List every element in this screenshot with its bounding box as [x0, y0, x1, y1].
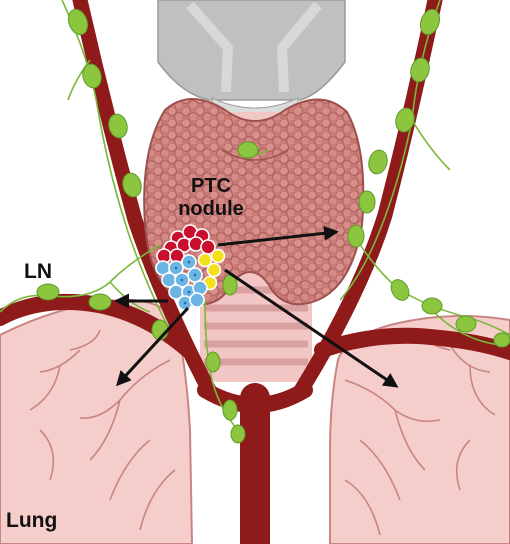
lymph-node — [108, 113, 128, 139]
metastasis-arrows — [114, 225, 399, 388]
left-lung — [0, 298, 194, 544]
lymph-node — [230, 424, 246, 444]
lymph-nodes — [36, 8, 510, 444]
ptc-nodule-cluster — [155, 224, 226, 311]
lung-label: Lung — [6, 509, 58, 532]
ptc-nodule-label: PTC nodule — [176, 176, 246, 219]
arrow-to-right-lung — [224, 268, 399, 388]
lymph-node — [347, 224, 365, 248]
lymph-node — [82, 63, 102, 89]
lymph-node — [390, 279, 410, 301]
arrow-to-left-lung — [115, 306, 190, 387]
lymph-node — [36, 283, 60, 301]
lymph-node — [67, 8, 89, 36]
lymph-node — [395, 107, 415, 133]
lymphatic-vessels — [0, 0, 510, 431]
ptc-label-line1: PTC — [191, 175, 231, 197]
lymph-node — [122, 172, 142, 198]
lymph-node — [410, 57, 430, 83]
lymph-node — [88, 293, 112, 311]
lymph-node — [358, 190, 376, 214]
lymph-node — [419, 8, 441, 36]
arrow-to-neck-lymph-node — [217, 225, 339, 247]
lymph-node — [493, 332, 510, 348]
lymph-node — [205, 351, 221, 373]
ptc-label-line2: nodule — [178, 198, 244, 220]
lymph-node — [455, 315, 477, 333]
lymph-node-label: LN — [24, 260, 52, 283]
lymph-node — [222, 399, 238, 421]
lymph-node — [368, 149, 388, 175]
lymph-node — [421, 297, 443, 315]
lymph-node — [237, 141, 259, 159]
